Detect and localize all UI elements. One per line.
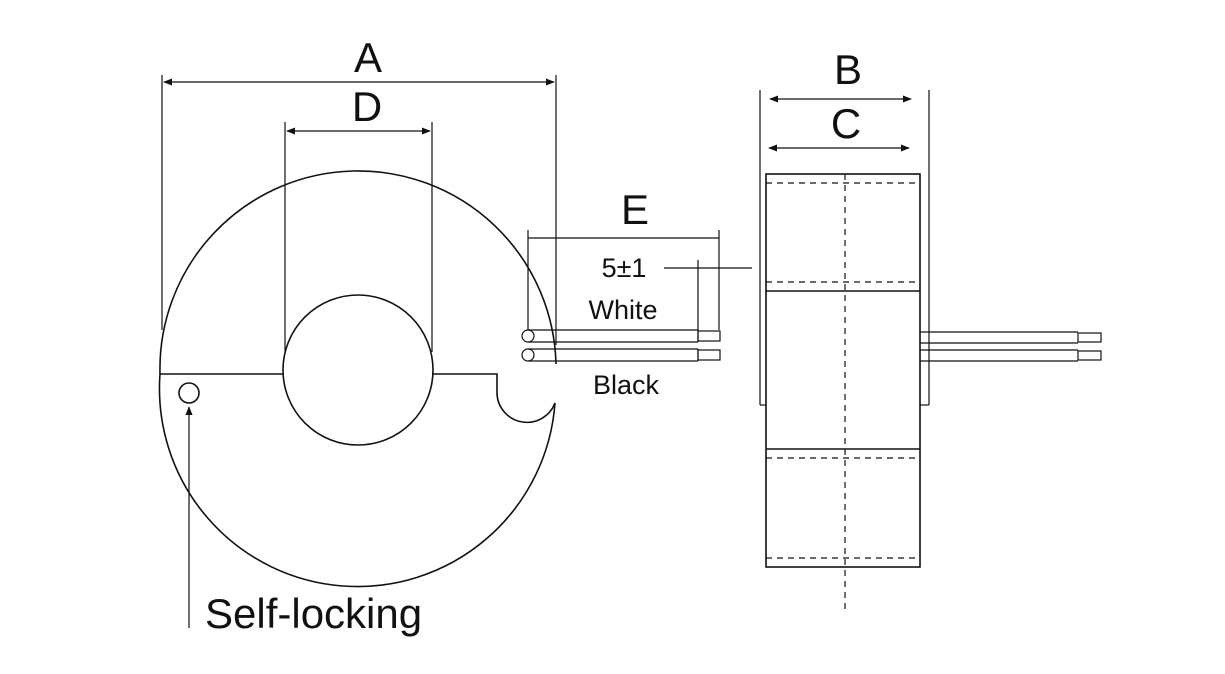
side-black-wire-tip [1077, 350, 1102, 361]
side-body [765, 173, 921, 568]
split-line-right [433, 373, 498, 394]
label-a: A [354, 34, 382, 81]
dimension-b: B [769, 46, 912, 103]
inner-hole [282, 294, 434, 446]
black-wire-label: Black [593, 370, 660, 400]
dimension-d: D [284, 83, 433, 352]
outer-circle-lower [158, 373, 556, 588]
label-e: E [621, 186, 649, 233]
outer-circle-upper [159, 170, 557, 375]
self-locking-label: Self-locking [205, 590, 422, 637]
label-d: D [352, 83, 382, 130]
dimension-c: C [768, 100, 910, 152]
white-wire-label: White [588, 295, 657, 325]
label-b: B [834, 46, 862, 93]
front-leads: White Black [521, 295, 721, 400]
side-view [759, 90, 1102, 610]
white-wire-end [521, 329, 535, 343]
black-wire-tip [697, 349, 721, 361]
lead-length-label: 5±1 [602, 253, 647, 283]
front-view [158, 170, 557, 628]
locking-hole [178, 382, 200, 404]
side-white-wire-tip [1077, 332, 1102, 343]
latch-notch [496, 393, 556, 424]
white-wire-tip [697, 330, 721, 342]
dimension-a: A [161, 34, 557, 345]
label-c: C [831, 100, 861, 147]
black-wire-end [521, 348, 535, 362]
dimension-e: E 5±1 [527, 186, 752, 330]
